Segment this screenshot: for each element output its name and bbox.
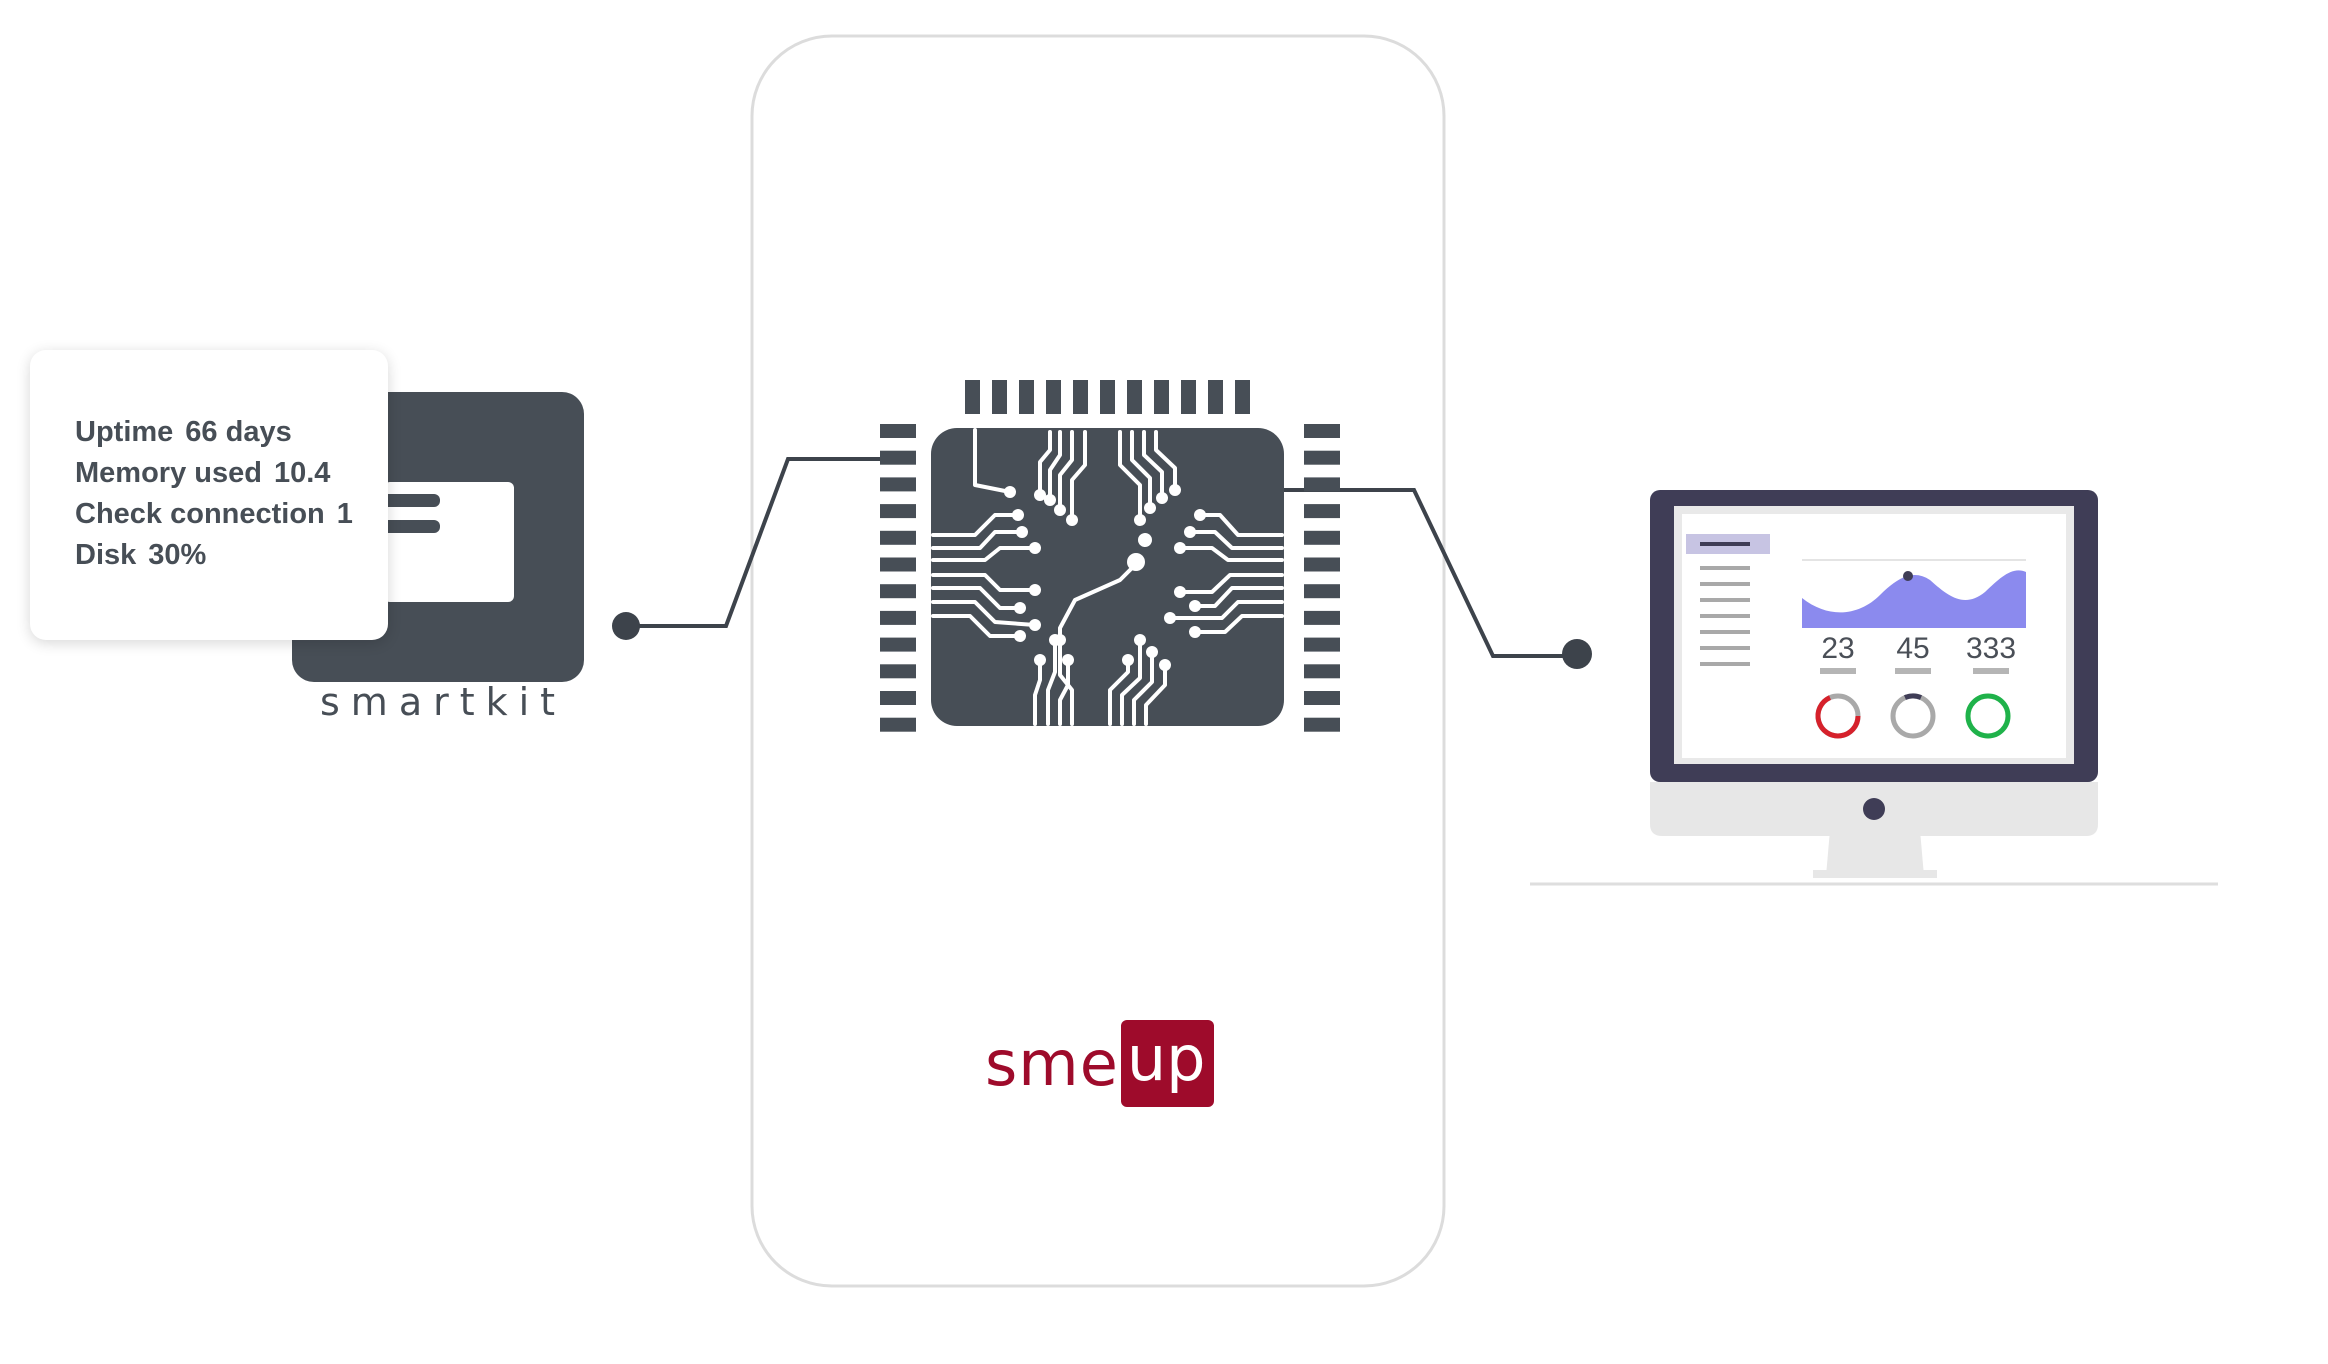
kpi-3: 333 bbox=[1965, 632, 2017, 665]
chip-icon bbox=[880, 380, 1340, 732]
right-connector bbox=[1282, 488, 1592, 669]
chip-pin bbox=[880, 450, 916, 465]
monitor-icon bbox=[1530, 490, 2218, 886]
logo-text-sme: sme bbox=[985, 1026, 1119, 1100]
chip-pin bbox=[1154, 380, 1169, 414]
chip-pin bbox=[1304, 530, 1340, 545]
smartkit-label: smartkit bbox=[320, 680, 567, 724]
chip-pin bbox=[1208, 380, 1223, 414]
chip-pin bbox=[1019, 380, 1034, 414]
chip-pin bbox=[1235, 380, 1250, 414]
chip-pin bbox=[1304, 691, 1340, 705]
chip-pin bbox=[880, 691, 916, 705]
chip-pin bbox=[1100, 380, 1115, 414]
chip-pin bbox=[1304, 637, 1340, 652]
chip-pin bbox=[1127, 380, 1142, 414]
chip-pin bbox=[1304, 717, 1340, 732]
chip-pin bbox=[1304, 477, 1340, 492]
chip-pin bbox=[1046, 380, 1061, 414]
chip-pin bbox=[880, 424, 916, 438]
chip-pin bbox=[880, 717, 916, 732]
chip-pin bbox=[965, 380, 980, 414]
chip-pin bbox=[880, 664, 916, 679]
chip-pin bbox=[880, 530, 916, 545]
logo-text-up: up bbox=[1120, 1019, 1214, 1107]
left-connector bbox=[612, 457, 880, 640]
chip-pin bbox=[880, 504, 916, 519]
smeup-logo: sme up bbox=[985, 1018, 1214, 1108]
chip-pin bbox=[1304, 504, 1340, 519]
chip-pin bbox=[1304, 557, 1340, 572]
chip-pin bbox=[1181, 380, 1196, 414]
chip-pin bbox=[992, 380, 1007, 414]
chip-pin bbox=[880, 477, 916, 492]
chip-pin bbox=[1304, 664, 1340, 679]
chip-pin bbox=[1304, 610, 1340, 625]
chip-pin bbox=[880, 557, 916, 572]
chip-pin bbox=[1304, 424, 1340, 438]
chip-pin bbox=[880, 584, 916, 599]
area-chart bbox=[1802, 570, 2026, 628]
kpi-1: 23 bbox=[1821, 632, 1855, 665]
chip-pin bbox=[1304, 450, 1340, 465]
chip-pin bbox=[880, 610, 916, 625]
chip-pin bbox=[880, 637, 916, 652]
chip-pin bbox=[1073, 380, 1088, 414]
chip-pin bbox=[1304, 584, 1340, 599]
kpi-2: 45 bbox=[1896, 632, 1930, 665]
